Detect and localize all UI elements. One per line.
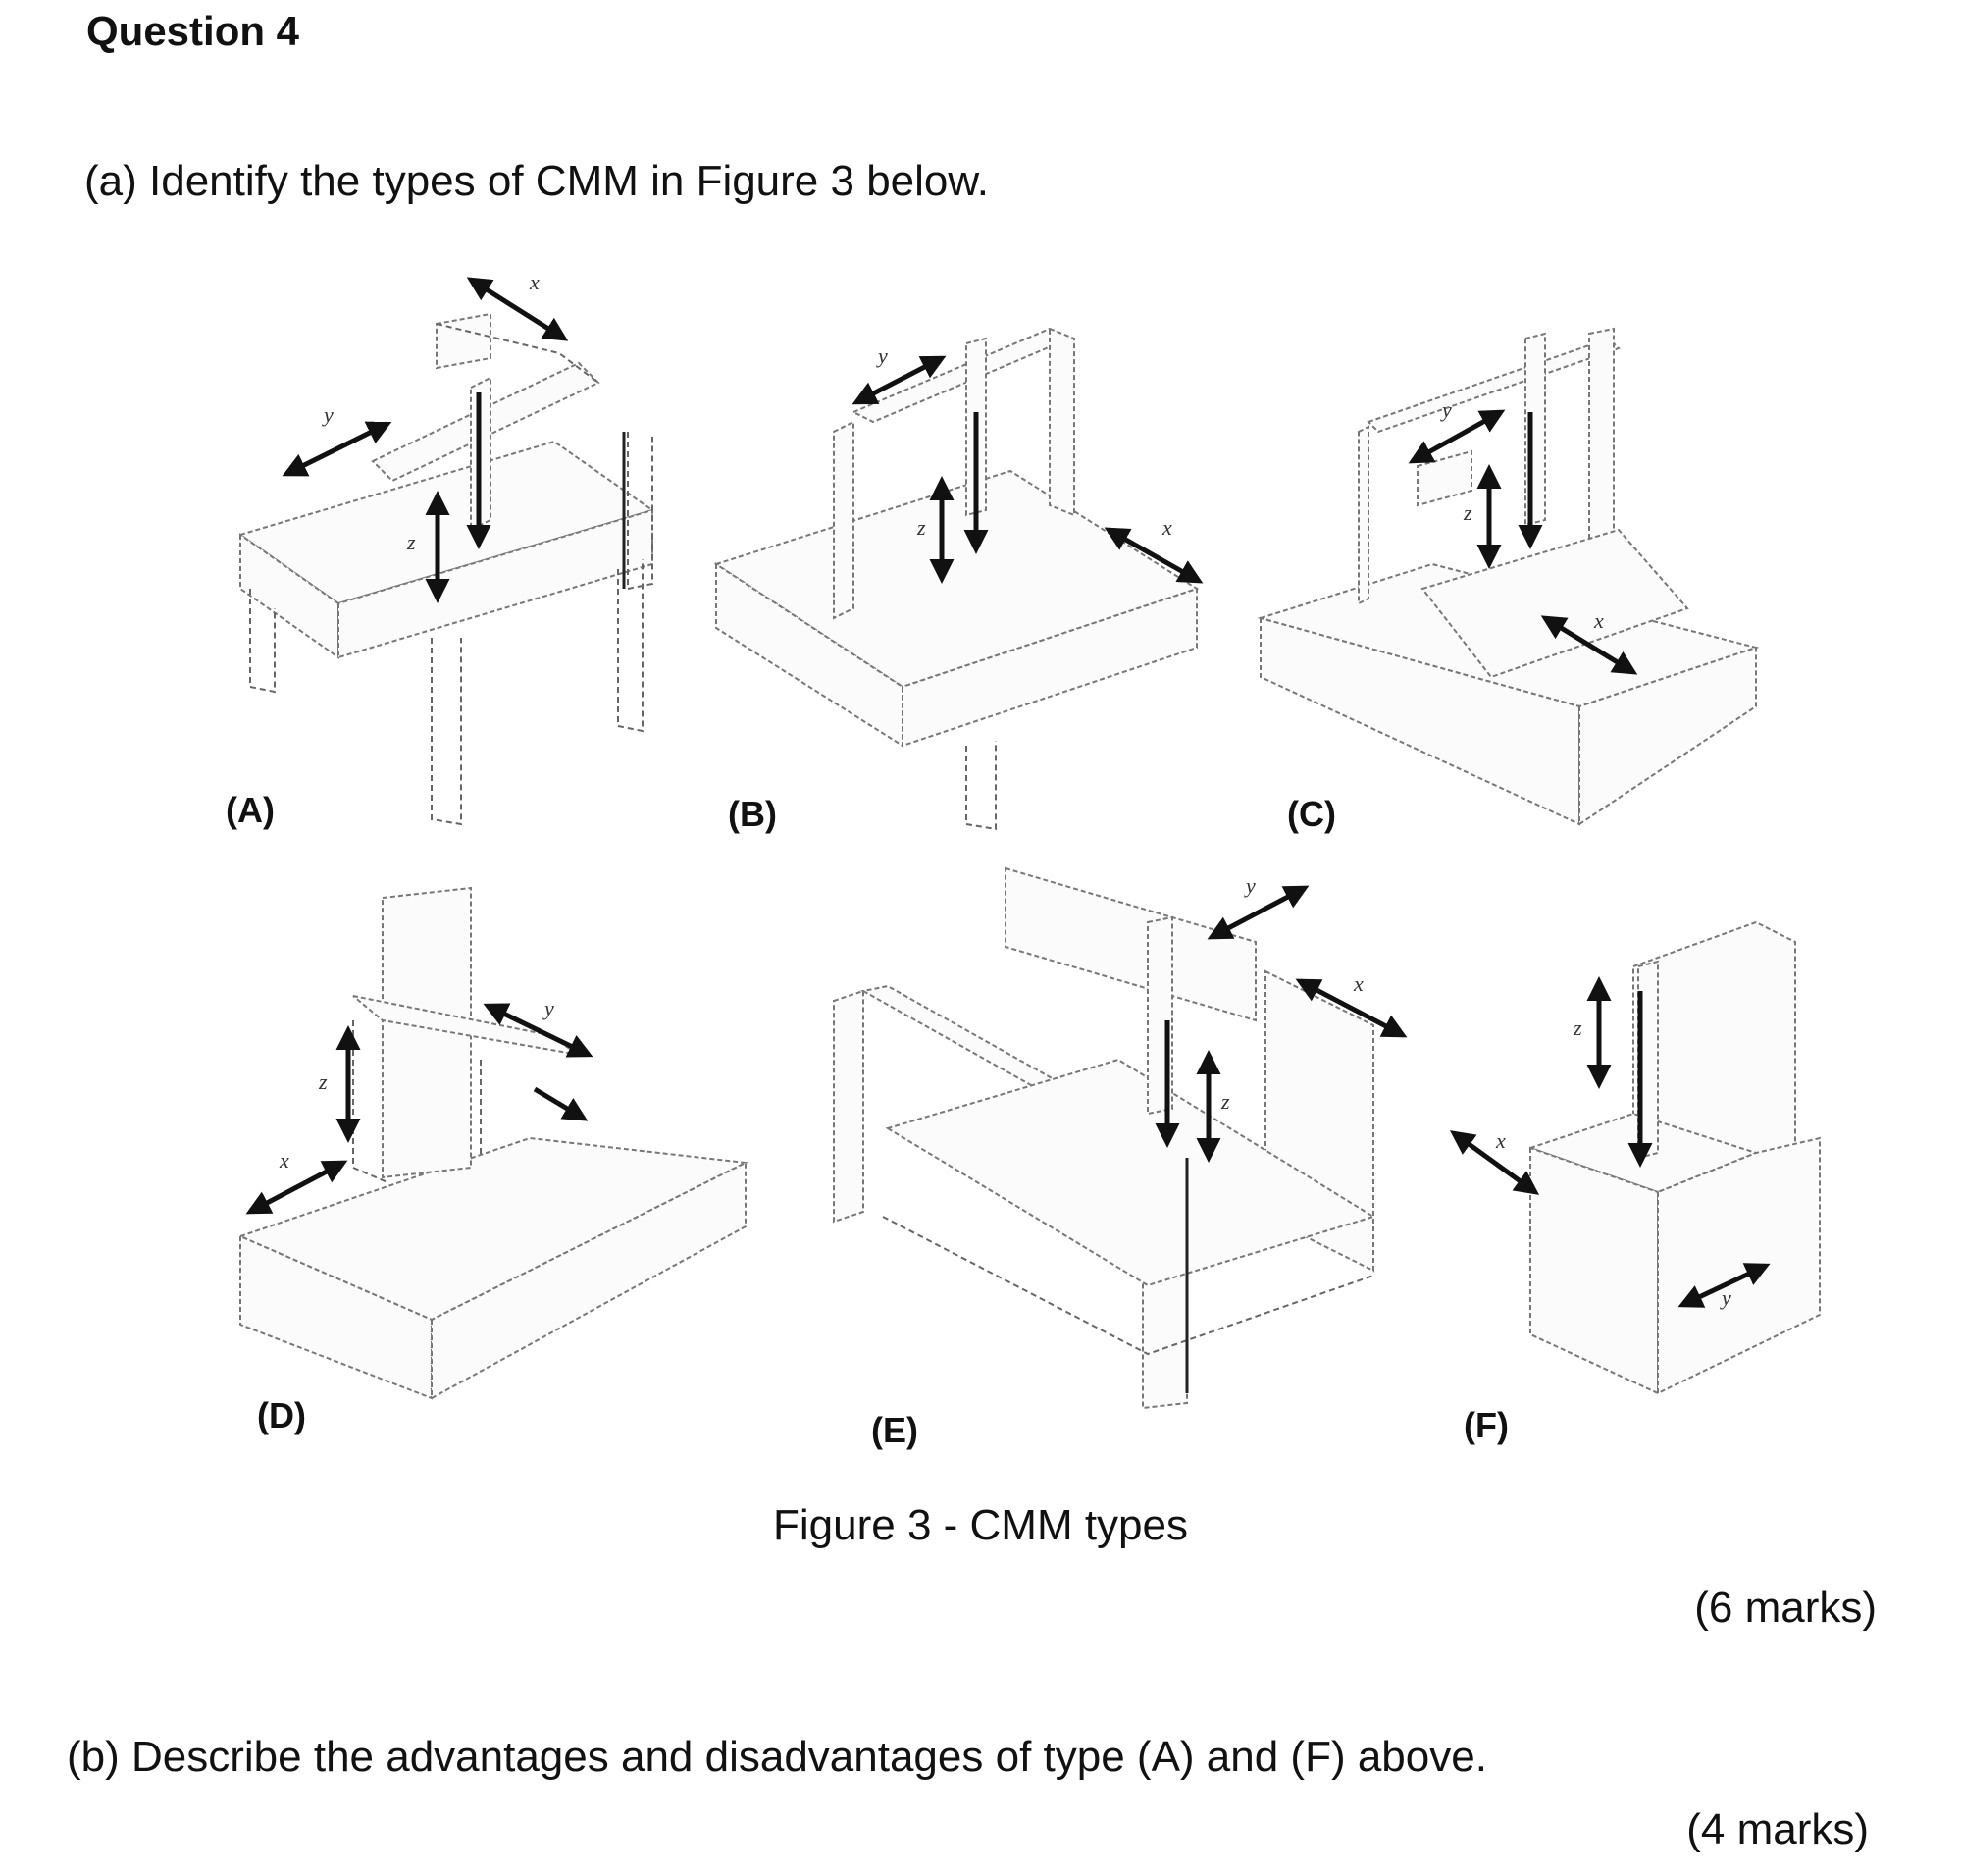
axis-arrow-f-x (1449, 1130, 1540, 1195)
axis-label-f-z: z (1573, 1016, 1582, 1040)
axis-label-c-z: z (1463, 500, 1472, 525)
axis-label-e-y: y (1244, 873, 1256, 898)
label-type-c: (C) (1287, 794, 1336, 834)
axis-label-d-x: x (279, 1148, 289, 1172)
cmm-type-e-drawing (833, 866, 1376, 1410)
label-type-a: (A) (226, 790, 275, 830)
question-part-a: (a) Identify the types of CMM in Figure … (84, 157, 989, 205)
axis-arrow-c-x (1540, 615, 1638, 675)
axis-arrow-d-x (245, 1160, 348, 1215)
axis-arrow-e-x (1295, 978, 1408, 1038)
axis-label-b-y: y (876, 343, 888, 368)
axis-label-b-x: x (1161, 515, 1172, 540)
axis-arrow-b-y (851, 355, 947, 405)
label-type-e: (E) (871, 1410, 918, 1450)
cmm-type-d-drawing (237, 886, 749, 1400)
axis-label-b-z: z (916, 515, 926, 540)
axis-arrow-d-y (483, 1003, 593, 1058)
question-heading: Question 4 (86, 8, 300, 54)
axis-label-f-x: x (1495, 1128, 1506, 1153)
marks-part-b: (4 marks) (1686, 1805, 1869, 1853)
probe-arrow-d (533, 1086, 589, 1121)
axis-label-c-y: y (1440, 397, 1452, 422)
axis-label-a-x: x (529, 270, 540, 294)
axis-arrow-b-x (1104, 527, 1204, 584)
axis-label-e-x: x (1353, 971, 1364, 996)
cmm-type-c-drawing (1257, 327, 1760, 826)
label-type-d: (D) (257, 1395, 306, 1435)
axis-arrow-a-x (466, 277, 569, 341)
axis-arrow-f-y (1677, 1263, 1771, 1308)
question-part-b: (b) Describe the advantages and disadvan… (67, 1733, 1487, 1781)
cmm-type-f-drawing (1526, 920, 1821, 1395)
axis-label-c-x: x (1593, 608, 1604, 633)
axis-label-e-z: z (1220, 1089, 1230, 1114)
figure-caption: Figure 3 - CMM types (773, 1501, 1188, 1549)
cmm-type-a-drawing (237, 312, 655, 826)
label-type-f: (F) (1464, 1405, 1509, 1445)
axis-label-f-y: y (1720, 1285, 1731, 1310)
cmm-type-b-drawing (713, 327, 1200, 831)
axis-label-d-z: z (318, 1069, 328, 1094)
axis-label-a-y: y (322, 402, 334, 427)
axis-arrow-e-y (1207, 885, 1310, 940)
label-type-b: (B) (728, 794, 777, 834)
cmm-figure: x y z (A) y x z (B) y x z (C) (226, 270, 1821, 1450)
marks-part-a: (6 marks) (1694, 1584, 1877, 1632)
axis-arrow-a-y (282, 421, 392, 477)
axis-arrow-c-y (1408, 409, 1506, 464)
axis-label-d-y: y (542, 996, 554, 1020)
axis-label-a-z: z (406, 530, 416, 554)
